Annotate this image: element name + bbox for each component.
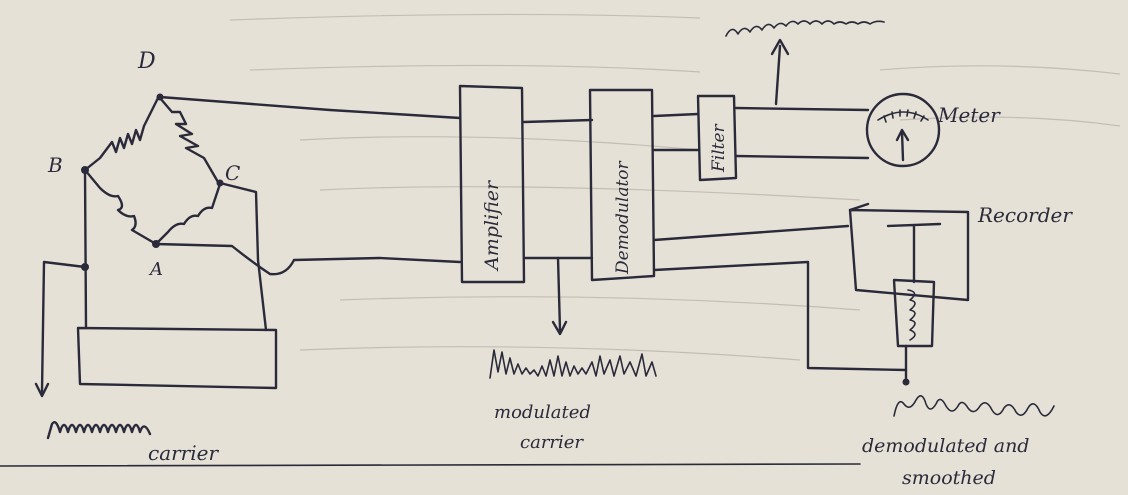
label-amplifier: Amplifier bbox=[481, 179, 503, 272]
wire-filtered-tap bbox=[776, 46, 780, 104]
oscillator-box bbox=[78, 328, 276, 388]
demodulator-block: Demodulator bbox=[590, 90, 654, 280]
modulated-carrier-waveform bbox=[490, 350, 656, 378]
label-recorder: Recorder bbox=[977, 203, 1073, 227]
recorder-box bbox=[850, 210, 968, 300]
wire-c-to-oscillator bbox=[220, 183, 266, 330]
wire-filter-to-meter-bottom bbox=[736, 156, 868, 158]
paper-background-lines bbox=[230, 14, 1120, 360]
wire-demod-to-filter-top bbox=[654, 114, 698, 116]
recorder-stylus bbox=[888, 224, 940, 282]
meter: Meter bbox=[867, 94, 1001, 166]
label-carrier: carrier bbox=[148, 441, 219, 465]
wire-modulated-tap bbox=[558, 258, 560, 330]
resistor-dc bbox=[160, 98, 218, 182]
amplifier-block: Amplifier bbox=[460, 86, 524, 282]
filtered-output-waveform bbox=[726, 21, 884, 36]
resistor-ba bbox=[85, 170, 156, 244]
wire-a-to-amplifier bbox=[156, 244, 460, 274]
carrier-waveform bbox=[48, 422, 150, 438]
label-node-b: B bbox=[47, 153, 63, 177]
page-rule bbox=[0, 464, 860, 466]
label-demod-line2: smoothed bbox=[902, 467, 996, 489]
label-modulated-line1: modulated bbox=[494, 402, 591, 423]
label-demodulator: Demodulator bbox=[613, 160, 633, 275]
label-filter: Filter bbox=[709, 123, 729, 173]
meter-needle bbox=[902, 132, 903, 160]
wire-amp-to-demod-top bbox=[524, 120, 592, 122]
wire-b-to-oscillator bbox=[85, 170, 86, 328]
filter-block: Filter bbox=[698, 96, 736, 180]
label-demod-line1: demodulated and bbox=[862, 435, 1029, 457]
label-meter: Meter bbox=[937, 103, 1001, 127]
wire-demod-to-recorder-top bbox=[654, 226, 848, 240]
resistor-bd bbox=[85, 98, 158, 170]
recorder: Recorder bbox=[850, 203, 1073, 346]
demod-output-dot bbox=[903, 379, 910, 386]
label-node-c: C bbox=[225, 161, 240, 185]
wire-d-to-amplifier bbox=[160, 97, 460, 118]
recorder-drum-trace bbox=[908, 290, 915, 340]
label-modulated-line2: carrier bbox=[520, 432, 584, 453]
label-node-a: A bbox=[148, 259, 163, 280]
resistor-ac bbox=[156, 184, 220, 244]
wire-demod-to-recorder-bottom bbox=[654, 262, 906, 370]
carrier-oscillator bbox=[36, 170, 276, 396]
demodulated-smoothed-waveform bbox=[894, 396, 1054, 416]
label-node-d: D bbox=[137, 49, 156, 74]
wire-filter-to-meter-top bbox=[736, 108, 868, 110]
